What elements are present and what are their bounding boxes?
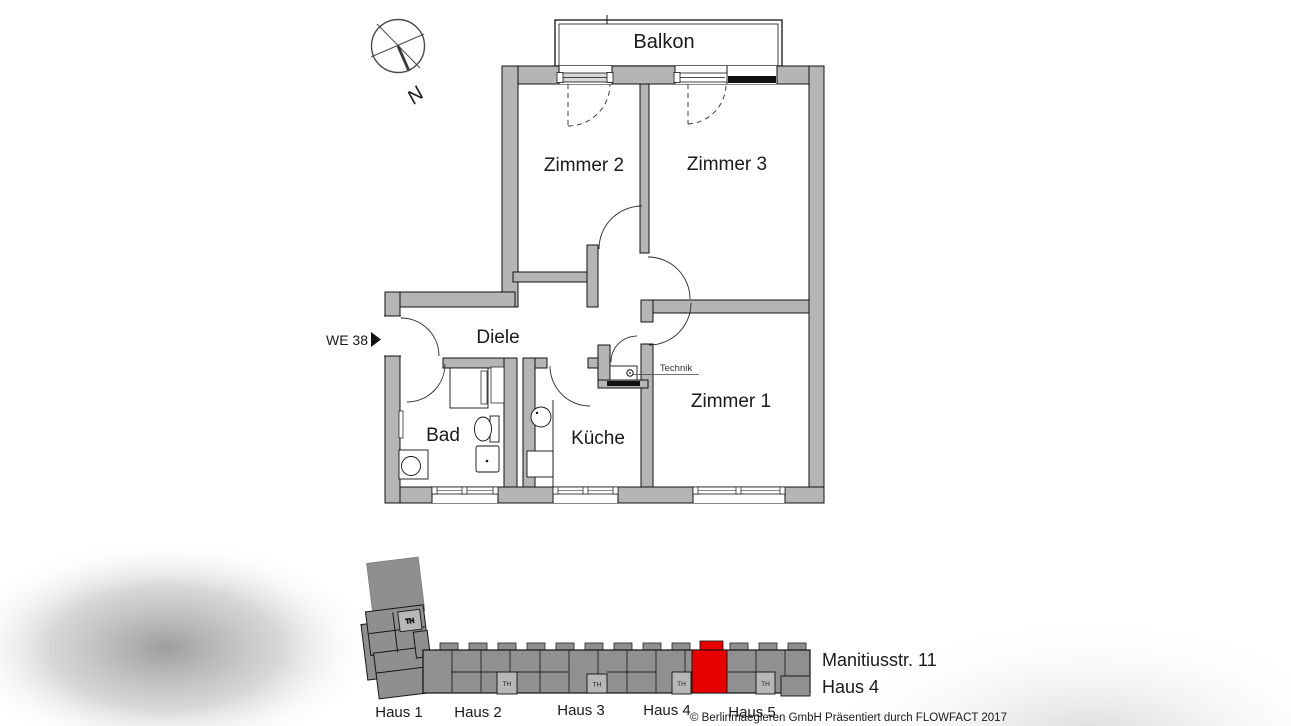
copyright-text: © Berlinmaegleren GmbH Präsentiert durch… [690,712,1007,724]
kueche-fixtures [526,400,554,487]
zimmer1-door-arc [648,302,692,346]
stairwell-box [755,671,776,695]
window-zimmer1 [692,486,786,495]
technik-closet [607,365,699,386]
room-label-bad: Bad [426,425,460,446]
window-kueche [552,486,619,495]
shelf-icon [480,370,488,405]
highlighted-unit [691,649,728,694]
bad-door-arc [406,363,446,403]
stairwell-label: TH [677,681,686,688]
kitchen-unit-icon [526,450,554,478]
kueche-door-arc [549,365,591,407]
room-label-balkon: Balkon [633,31,694,53]
house-label-2: Haus 2 [454,704,502,721]
towel-rail-icon [398,410,404,439]
door-swings [400,83,727,407]
compass-rose-icon [370,18,426,74]
house-label-4: Haus 4 [643,702,691,719]
site-haus1-cluster: TH [360,556,432,700]
technik-door-arc [610,335,638,363]
window-bad [431,486,499,495]
blur-artifact-left [0,538,375,726]
window-zimmer3-fixed [728,76,776,83]
balcony-door-swings [567,83,727,127]
floor-plan: Balkon Zimmer 2 Zimmer 3 Zimmer 1 Diele … [326,15,825,504]
stairwell-box [586,673,608,694]
balcony-door-zimmer2-sill [556,72,614,83]
house-label-5: Haus 5 [728,704,776,721]
site-strip-unit-lines [451,650,786,693]
unit-arrow-icon [371,332,381,347]
balcony-door-zimmer3-sill [673,72,728,83]
address-street: Manitiusstr. 11 [822,650,937,670]
address-house: Haus 4 [822,677,879,697]
bad-fixtures [398,366,505,480]
room-label-kueche: Küche [571,428,625,449]
house-label-3: Haus 3 [557,702,605,719]
site-strip-balconies [439,642,807,654]
room-label-zimmer1: Zimmer 1 [691,391,771,412]
cabinet-icon [490,366,505,404]
entrance-door-arc [400,317,440,357]
toilet-bowl-icon [474,416,492,442]
house-label-1: Haus 1 [375,704,423,721]
unit-marker: WE 38 [326,332,381,348]
stairwell-label: TH [761,681,770,688]
stairwell-label: TH [405,617,415,625]
blur-artifact-right [813,613,1291,726]
site-strip-building [422,649,811,694]
stairwell-box [397,608,423,633]
balcony-outline [554,15,783,67]
room-label-diele: Diele [476,327,519,348]
room-label-zimmer2: Zimmer 2 [544,155,624,176]
kitchen-sink-icon [530,406,552,428]
room-label-technik: Technik [660,363,692,374]
site-stairwells [496,671,776,695]
stairwell-label: TH [503,681,512,688]
sink-icon [475,445,500,473]
stairwell-label: TH [593,682,602,689]
stairwell-box [496,671,518,695]
shower-drain-icon [401,456,421,476]
site-strip-end-block [780,675,811,697]
site-plan: TH TH TH TH TH Haus 1 [360,556,937,721]
zimmer2-door-arc [598,205,643,250]
zimmer3-door-arc [647,256,691,300]
windows [431,72,786,495]
room-label-zimmer3: Zimmer 3 [687,154,767,175]
stairwell-box [671,671,692,695]
unit-label: WE 38 [326,332,368,348]
